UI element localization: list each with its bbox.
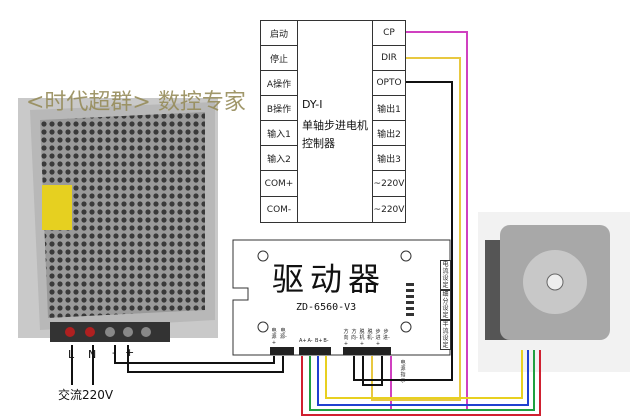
microstep-setting-tag: 细分设定 (440, 290, 451, 320)
wires (71, 31, 541, 416)
power-supply-image (18, 98, 218, 342)
terminal-b-op: B操作 (260, 95, 298, 121)
terminal-label: 电源+ (271, 328, 277, 346)
terminal-minus-label: - (112, 346, 116, 359)
half-current-tag: 半流设定 (440, 320, 451, 350)
controller-name-line2: 控制器 (302, 137, 335, 150)
psu-minus-wire (114, 345, 275, 364)
terminal-ac1: ~220V (372, 170, 406, 197)
terminal-com-plus: COM+ (260, 170, 298, 197)
terminal-input1: 输入1 (260, 120, 298, 146)
terminal-opto: OPTO (372, 70, 406, 96)
ac-input-label: 交流220V (58, 388, 114, 402)
psu-plus-wire (127, 345, 284, 373)
terminal-com-minus: COM- (260, 196, 298, 223)
stepper-motor-image (478, 212, 630, 372)
driver-model: ZD-6560-V3 (296, 302, 357, 313)
power-indicator-label: 电源指示 (400, 360, 406, 384)
a-minus-wire (309, 350, 535, 411)
controller-model: DY-I (302, 98, 323, 111)
terminal-label: A- (307, 338, 313, 344)
opto-wire-2 (362, 356, 383, 386)
driver-title: 驱动器 (272, 260, 387, 298)
terminal-ac2: ~220V (372, 196, 406, 223)
terminal-label: 步进- (383, 329, 390, 341)
terminal-output3: 输出3 (372, 145, 406, 171)
controller-name-line1: 单轴步进电机 (302, 119, 368, 132)
terminal-label: B+ (315, 338, 323, 344)
terminal-label: 方向- (351, 329, 358, 341)
terminal-label: 步进+ (375, 329, 381, 347)
terminal-plus-label: + (125, 346, 135, 359)
terminal-label: B- (323, 338, 329, 344)
terminal-n-label: N (88, 348, 97, 361)
terminal-label: 脱机+ (359, 329, 365, 347)
terminal-input2: 输入2 (260, 145, 298, 171)
current-setting-tag: 电流设定 (440, 260, 451, 290)
terminal-dir: DIR (372, 45, 406, 71)
terminal-output1: 输出1 (372, 95, 406, 121)
terminal-l-label: L (68, 348, 75, 361)
terminal-cp: CP (372, 20, 406, 46)
terminal-start: 启动 (260, 20, 298, 46)
terminal-output2: 输出2 (372, 120, 406, 146)
terminal-label: 方向+ (343, 329, 349, 347)
terminal-label: 电源- (280, 328, 287, 340)
terminal-a-op: A操作 (260, 70, 298, 96)
b-plus-wire (317, 350, 529, 406)
terminal-label: A+ (299, 338, 307, 344)
opto-wire (353, 81, 453, 381)
terminal-stop: 停止 (260, 45, 298, 71)
a-plus-wire (301, 350, 541, 416)
terminal-label: 脱机- (367, 329, 374, 341)
watermark: <时代超群> 数控专家 (26, 90, 246, 115)
b-minus-wire (325, 350, 523, 399)
